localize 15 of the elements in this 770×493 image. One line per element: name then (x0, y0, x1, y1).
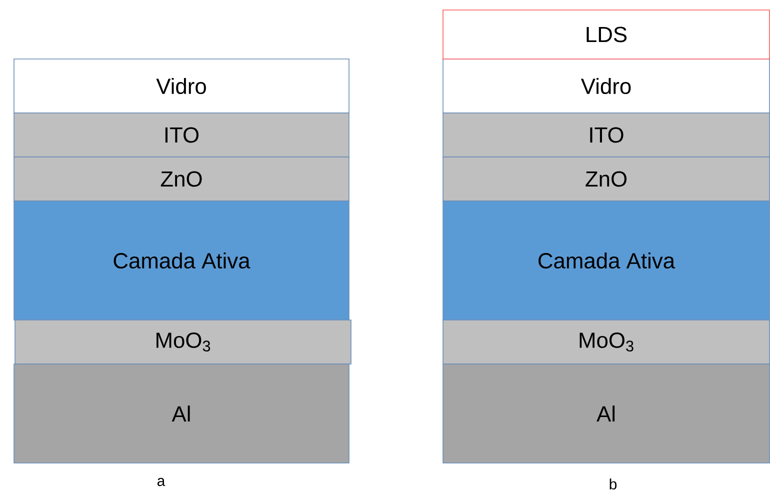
active-layer: Camada Ativa (14, 200, 350, 320)
layer-box: MoO$_{3}$ (442, 320, 770, 364)
layer-box: ZnO (442, 156, 770, 202)
panel-label: a (157, 478, 166, 486)
layer-box: ITO (442, 112, 770, 158)
glass-layer: Vidro (442, 58, 770, 114)
layer-box: ZnO (14, 156, 350, 202)
layer-box: ITO (14, 112, 350, 158)
layer-box: MoO$_{3}$ (14, 320, 352, 364)
panel-label: b (610, 478, 617, 490)
electrode-layer: Al (14, 364, 350, 464)
lds-layer: LDS (442, 10, 770, 60)
electrode-layer: Al (442, 364, 770, 464)
glass-layer: Vidro (14, 58, 350, 114)
active-layer: Camada Ativa (442, 200, 770, 320)
